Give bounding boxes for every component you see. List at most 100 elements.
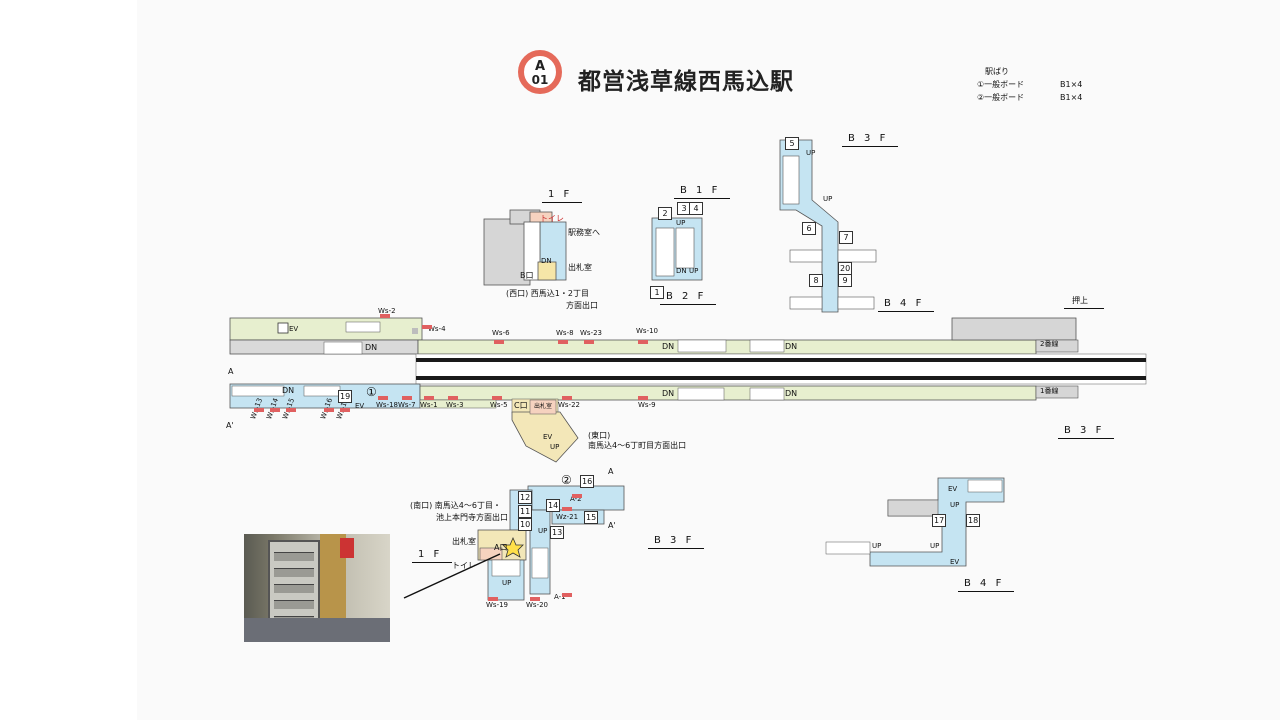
poster-mark	[254, 408, 264, 412]
floor-b4f-bottom: B 4 F	[957, 578, 1015, 592]
push-direction-label: 押上	[1072, 296, 1088, 305]
poster-mark	[448, 396, 458, 400]
south-exit-line2: 池上本門寺方面出口	[436, 513, 508, 522]
board-number: 16	[580, 475, 595, 488]
west-office-label: 駅務室へ	[568, 228, 600, 237]
legend-title: 駅ばり	[985, 67, 1009, 76]
track-2-label: 2番線	[1040, 340, 1059, 348]
poster-mark	[378, 396, 388, 400]
poster-label: Ws-7	[398, 401, 416, 409]
poster-label: Ws-5	[490, 401, 508, 409]
poster-mark	[638, 396, 648, 400]
east-exit-line2: 南馬込4～6丁町目方面出口	[588, 441, 687, 450]
station-title: 都営浅草線西馬込駅	[578, 69, 794, 95]
poster-mark	[270, 408, 280, 412]
board-number: 1	[650, 286, 664, 299]
platform-ev-label: EV	[289, 325, 299, 333]
south-east-b4f	[825, 477, 1005, 567]
platform-dn-label: DN	[662, 389, 675, 398]
poster-mark	[422, 325, 432, 329]
board-number: 2	[658, 207, 672, 220]
east-ev-label: EV	[543, 433, 553, 441]
poster-label: Ws-19	[486, 601, 509, 609]
b4f-ev-label: EV	[950, 558, 960, 566]
platform-dn-label: DN	[785, 389, 798, 398]
floor-b4f-top: B 4 F	[877, 298, 935, 312]
floor-b2f: B 2 F	[659, 291, 717, 305]
east-gate-label: 出札室	[534, 403, 553, 410]
poster-mark	[286, 408, 296, 412]
b4f-up-label: UP	[872, 542, 882, 550]
b1f-dn-label: DN	[676, 267, 687, 275]
board-number: 8	[809, 274, 823, 287]
b1f-up-label: UP	[676, 219, 686, 227]
west-exit-code: B口	[520, 271, 534, 280]
line-code-letter: A	[534, 59, 546, 74]
track-1-label: 1番線	[1040, 387, 1059, 395]
b1f-up-label: UP	[689, 267, 699, 275]
board-number: 4	[689, 202, 703, 215]
poster-label: Ws-1	[420, 401, 438, 409]
board-number: 9	[838, 274, 852, 287]
poster-mark	[424, 396, 434, 400]
poster-mark	[530, 597, 540, 601]
legend-row-1: ①一般ボード	[977, 80, 1025, 89]
poster-mark	[562, 593, 572, 597]
platform-dn-label: DN	[662, 342, 675, 351]
south-toilet-label: トイレ	[452, 561, 476, 570]
poster-mark	[584, 340, 594, 344]
poster-mark	[380, 314, 390, 318]
line-logo: A 01	[518, 50, 562, 94]
poster-label: Ws-18	[376, 401, 399, 409]
line-code-number: 01	[531, 73, 549, 87]
b3f-up-label: UP	[806, 149, 816, 157]
poster-label: Ws-3	[446, 401, 464, 409]
poster-label: A-2	[570, 495, 582, 503]
poster-mark	[494, 340, 504, 344]
poster-mark	[402, 396, 412, 400]
board-number: 7	[839, 231, 853, 244]
poster-label: Ws-22	[558, 401, 581, 409]
west-dn-label: DN	[541, 257, 552, 265]
poster-label: Ws-20	[526, 601, 549, 609]
board-number: 13	[550, 526, 565, 539]
poster-mark	[572, 494, 582, 498]
west-gate-label: 出札室	[568, 263, 592, 272]
floor-b1f: B 1 F	[673, 185, 731, 199]
poster-mark	[488, 597, 498, 601]
board-number: 14	[546, 499, 561, 512]
west-exit-line1: (西口) 西馬込1・2丁目	[506, 289, 589, 298]
board-circle-number: ①	[366, 385, 377, 399]
west-toilet-label: トイレ	[540, 214, 564, 223]
poster-mark	[340, 408, 350, 412]
photo-pointer-line	[403, 553, 501, 599]
south-end-a-prime: A'	[608, 521, 616, 530]
poster-label: Ws-23	[580, 329, 603, 337]
concourse-ev-label: EV	[355, 402, 365, 410]
b3f-b4f-top	[779, 139, 877, 313]
platform-area	[229, 317, 1147, 463]
legend-row-2: ②一般ボード	[977, 93, 1025, 102]
photo-location-star	[502, 536, 524, 558]
south-exit-code: A口	[494, 543, 508, 552]
board-number: 17	[932, 514, 947, 527]
b4f-up-label: UP	[950, 501, 960, 509]
south-gate-label: 出札室	[452, 537, 476, 546]
board-number: 18	[966, 514, 981, 527]
poster-label: Ws-4	[428, 325, 446, 333]
concourse-dn-label: DN	[282, 386, 295, 395]
board-number: 19	[338, 390, 353, 403]
floor-1f-west: 1 F	[541, 189, 583, 203]
b1f-b2f	[651, 217, 703, 281]
south-exit-line1: (南口) 南馬込4～6丁目・	[410, 501, 501, 510]
legend-value-2: B1×4	[1060, 93, 1083, 102]
legend-value-1: B1×4	[1060, 80, 1083, 89]
board-number: 12	[518, 491, 533, 504]
platform-end-a: A	[228, 367, 234, 376]
poster-label: Ws-9	[638, 401, 656, 409]
b4f-ev-label: EV	[948, 485, 958, 493]
west-exit-1f	[483, 209, 567, 286]
poster-mark	[562, 507, 572, 511]
floor-b3f-top: B 3 F	[841, 133, 899, 147]
